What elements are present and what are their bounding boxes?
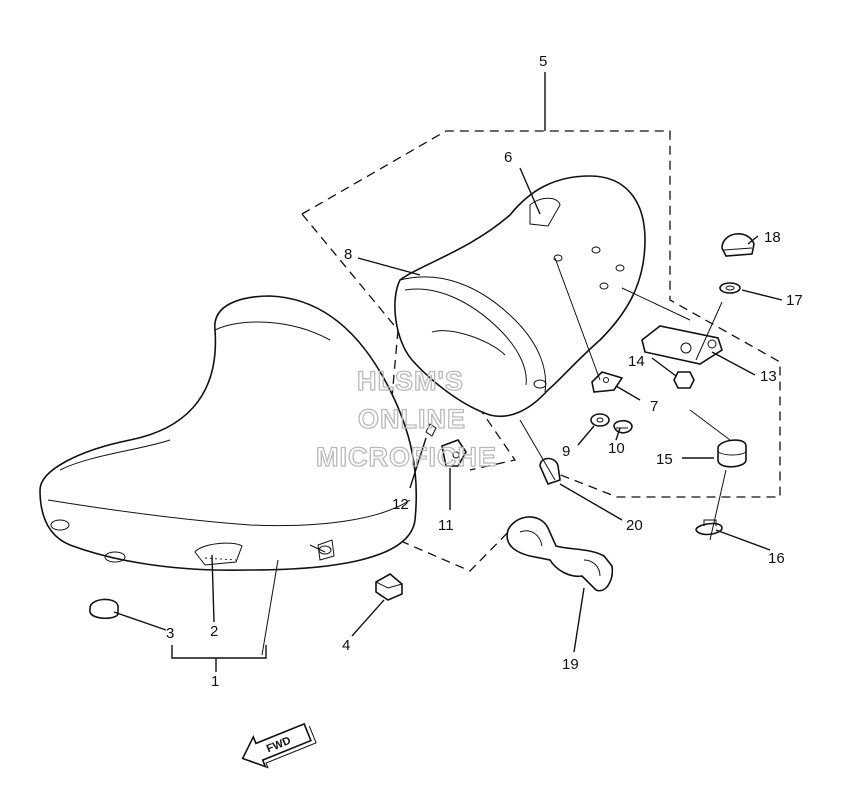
callout-12: 12 [392, 496, 409, 513]
callout-2: 2 [210, 623, 218, 640]
front-seat[interactable] [39, 295, 418, 656]
holder-part-19[interactable] [506, 516, 614, 592]
callout-18: 18 [764, 229, 781, 246]
callout-8: 8 [344, 246, 352, 263]
hardware-parts[interactable] [89, 233, 755, 620]
callout-4: 4 [342, 637, 350, 654]
callout-7: 7 [650, 398, 658, 415]
watermark: HLSM'S ONLINE MICROFICHE [315, 365, 497, 472]
callout-19: 19 [562, 656, 579, 673]
callout-16: 16 [768, 550, 785, 567]
callout-15: 15 [656, 451, 673, 468]
callout-1: 1 [211, 673, 219, 690]
callout-6: 6 [504, 149, 512, 166]
watermark-line-1: HLSM'S [357, 366, 464, 396]
callout-9: 9 [562, 443, 570, 460]
callout-20: 20 [626, 517, 643, 534]
callout-17: 17 [786, 292, 803, 309]
bracket-part-13[interactable] [621, 287, 723, 365]
callout-3: 3 [166, 625, 174, 642]
fwd-arrow: FWD [241, 722, 317, 769]
callout-14: 14 [628, 353, 645, 370]
watermark-line-2: ONLINE [358, 404, 466, 434]
leader-lines [113, 167, 783, 672]
callout-13: 13 [760, 368, 777, 385]
watermark-line-3: MICROFICHE [316, 442, 497, 472]
callout-10: 10 [608, 440, 625, 457]
callout-11: 11 [438, 517, 454, 534]
callout-5: 5 [539, 53, 547, 70]
rear-seat[interactable] [394, 175, 646, 417]
part-callouts: 5 6 8 18 17 13 14 7 9 10 15 12 11 20 16 … [166, 53, 803, 690]
